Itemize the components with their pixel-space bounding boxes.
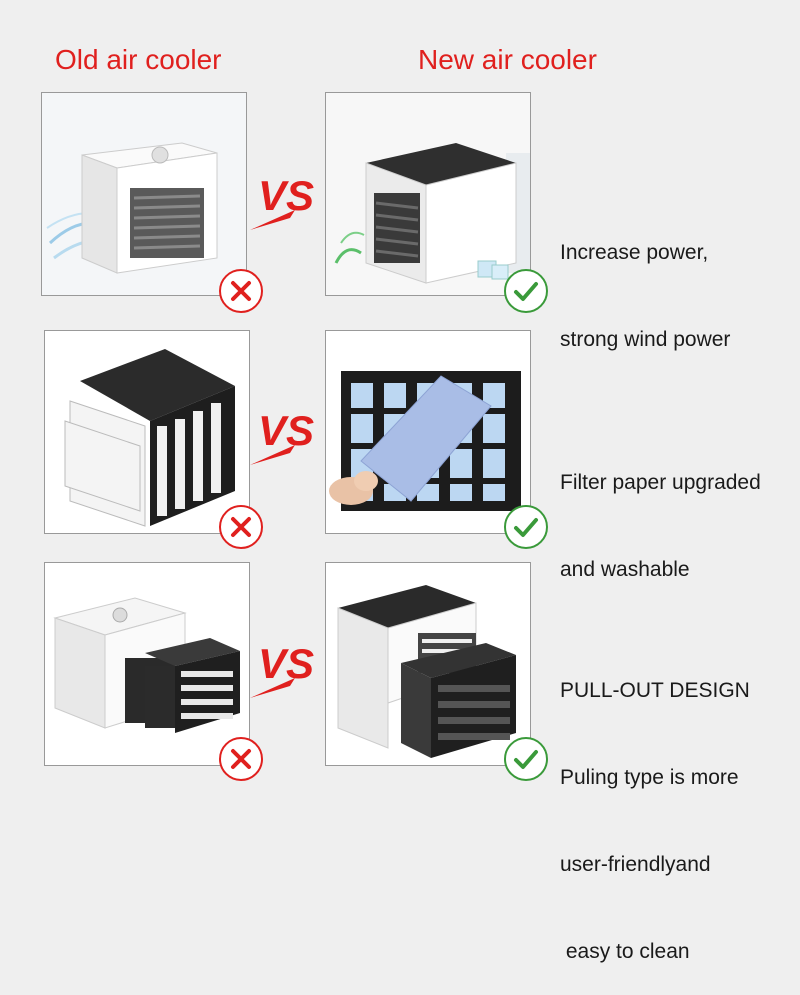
check-icon: [514, 282, 538, 301]
row-1-line-1: Increase power,: [560, 241, 709, 264]
new-air-cooler-heading: New air cooler: [418, 44, 597, 75]
old-cooler-pullout-photo: [44, 562, 250, 766]
cross-badge-2: [219, 505, 263, 549]
check-badge-3: [504, 737, 548, 781]
row-3-line-4: easy to clean: [560, 940, 690, 963]
new-cooler-photo-1: [325, 92, 531, 296]
check-badge-2: [504, 505, 548, 549]
vs-mark-3: VS: [250, 628, 320, 708]
check-icon: [514, 518, 538, 537]
vs-text: VS: [258, 172, 314, 219]
row-1-line-2: strong wind power: [560, 328, 731, 351]
vs-mark-2: VS: [250, 395, 320, 475]
cross-badge-3: [219, 737, 263, 781]
row-2-description: Filter paper upgraded and washable: [560, 410, 761, 613]
vs-text: VS: [258, 640, 314, 687]
row-1-description: Increase power, strong wind power: [560, 180, 730, 383]
old-cooler-filter-photo: [44, 330, 250, 534]
row-3-line-3: user-friendlyand: [560, 853, 711, 876]
cross-icon: [231, 517, 251, 537]
vs-text: VS: [258, 407, 314, 454]
new-cooler-filter-photo: [325, 330, 531, 534]
old-air-cooler-heading: Old air cooler: [55, 44, 222, 75]
row-3-line-2: Puling type is more: [560, 766, 739, 789]
new-cooler-pullout-photo: [325, 562, 531, 766]
cross-icon: [231, 281, 251, 301]
check-icon: [514, 750, 538, 769]
old-cooler-photo-1: [41, 92, 247, 296]
row-3-line-1: PULL-OUT DESIGN: [560, 679, 750, 702]
check-badge-1: [504, 269, 548, 313]
row-3-description: PULL-OUT DESIGN Puling type is more user…: [560, 618, 750, 995]
vs-mark-1: VS: [250, 160, 320, 240]
cross-icon: [231, 749, 251, 769]
cross-badge-1: [219, 269, 263, 313]
row-2-line-1: Filter paper upgraded: [560, 471, 761, 494]
row-2-line-2: and washable: [560, 558, 690, 581]
